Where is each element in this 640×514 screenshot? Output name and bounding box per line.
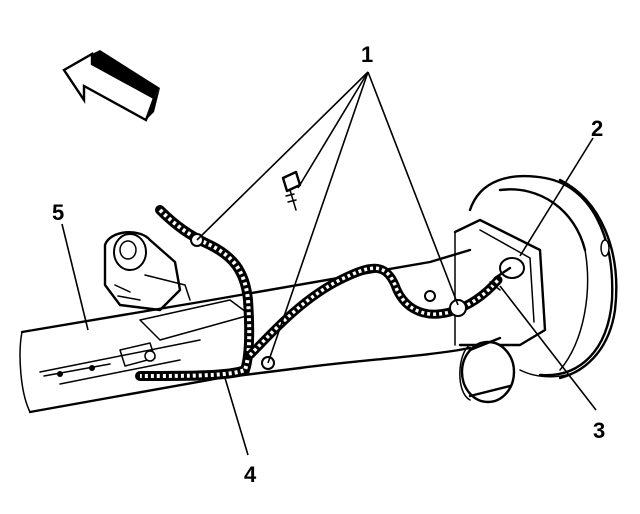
- callout-leaders: [61, 71, 597, 456]
- callout-3: 3: [593, 418, 605, 443]
- brake-drum: [468, 174, 618, 380]
- direction-arrow-icon: [62, 50, 160, 122]
- axle-housing: [19, 218, 547, 414]
- callout-1: 1: [361, 42, 373, 67]
- bolt-icon: [281, 170, 302, 211]
- differential-housing: [43, 231, 251, 377]
- callout-2: 2: [591, 116, 603, 141]
- callout-5: 5: [52, 200, 64, 225]
- brake-line-clip: [190, 233, 467, 370]
- wheel-cylinder-fitting: [489, 257, 525, 291]
- callout-4: 4: [244, 462, 257, 487]
